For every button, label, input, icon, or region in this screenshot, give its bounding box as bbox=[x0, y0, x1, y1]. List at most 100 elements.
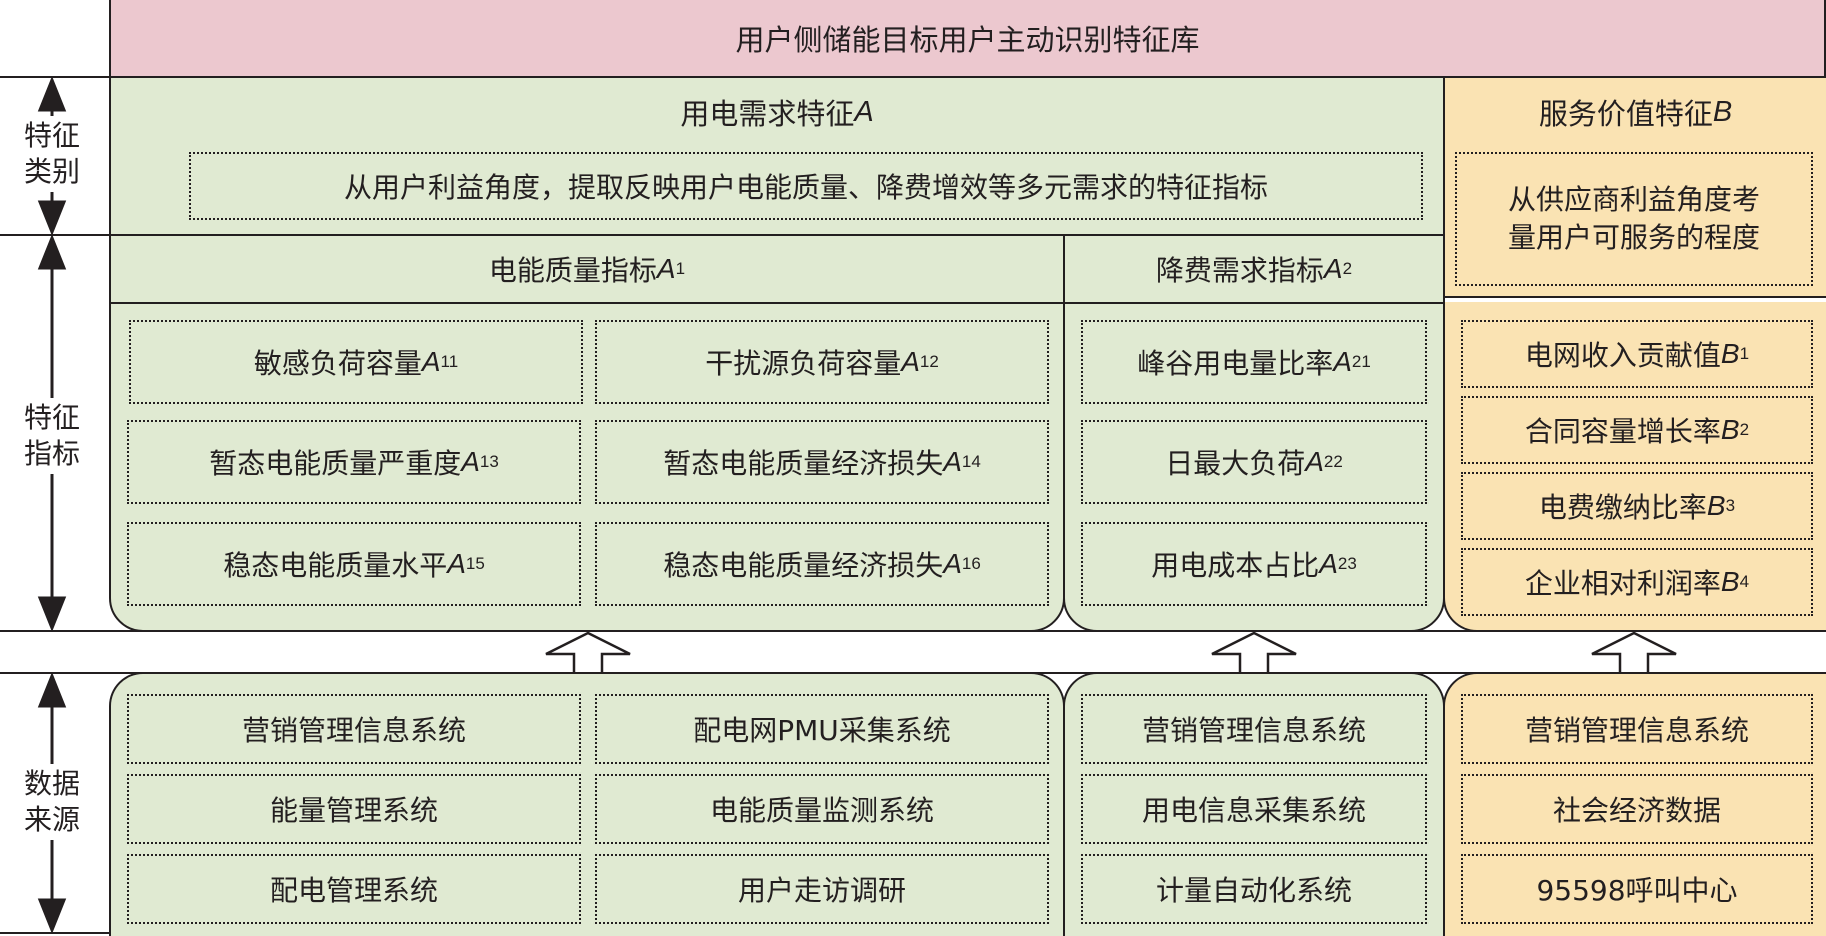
arrow-down-icon bbox=[37, 596, 67, 633]
label-feature-indicator: 特征 指标 bbox=[14, 398, 90, 474]
indicator-symbol: B bbox=[1720, 566, 1740, 597]
indicator-label: 峰谷用电量比率 bbox=[1137, 347, 1334, 380]
label-line: 来源 bbox=[23, 803, 80, 836]
indicator-symbol: A bbox=[1333, 346, 1352, 377]
indicator-subscript: 21 bbox=[1351, 352, 1371, 371]
indicator-subscript: 11 bbox=[440, 352, 459, 371]
source-item: 社会经济数据 bbox=[1461, 774, 1813, 844]
arrow-down-icon bbox=[37, 200, 67, 237]
indicator-subscript: 3 bbox=[1725, 496, 1736, 515]
indicator-subscript: 12 bbox=[919, 352, 939, 371]
label-line: 特征 bbox=[23, 401, 80, 434]
indicator-symbol: A bbox=[1305, 446, 1324, 477]
feature-a-title-text: 用电需求特征 bbox=[680, 97, 855, 131]
arrow-up-hollow-icon bbox=[545, 631, 631, 676]
group-a2-title-text: 降费需求指标 bbox=[1155, 254, 1324, 287]
indicator-symbol: B bbox=[1706, 490, 1726, 521]
divider-line bbox=[0, 76, 110, 78]
source-item: 配电网PMU采集系统 bbox=[595, 694, 1049, 764]
feature-a-symbol: A bbox=[854, 95, 874, 128]
diagram-title: 用户侧储能目标用户主动识别特征库 bbox=[109, 0, 1826, 78]
source-item: 电能质量监测系统 bbox=[595, 774, 1049, 844]
label-line: 类别 bbox=[23, 155, 80, 188]
source-item: 用户走访调研 bbox=[595, 854, 1049, 924]
indicator-symbol: A bbox=[461, 446, 480, 477]
left-arrows bbox=[37, 75, 67, 935]
indicator-symbol: A bbox=[1319, 548, 1338, 579]
source-item: 配电管理系统 bbox=[127, 854, 581, 924]
indicator-subscript: 2 bbox=[1739, 420, 1750, 439]
source-item: 用电信息采集系统 bbox=[1081, 774, 1427, 844]
source-item: 营销管理信息系统 bbox=[127, 694, 581, 764]
divider-line bbox=[0, 234, 110, 236]
indicator-subscript: 4 bbox=[1739, 572, 1750, 591]
arrow-up-icon bbox=[37, 671, 67, 708]
indicator-label: 暂态电能质量严重度 bbox=[209, 447, 462, 480]
indicator-label: 用电成本占比 bbox=[1151, 549, 1320, 582]
indicator-subscript: 16 bbox=[961, 554, 981, 573]
indicator-label: 电费缴纳比率 bbox=[1538, 491, 1707, 524]
arrow-up-icon bbox=[37, 75, 67, 112]
indicator-symbol: A bbox=[943, 548, 962, 579]
sources-b-panel: 营销管理信息系统 社会经济数据 95598呼叫中心 bbox=[1443, 672, 1826, 936]
arrow-down-icon bbox=[37, 898, 67, 935]
indicator-subscript: 13 bbox=[479, 452, 499, 471]
indicator-subscript: 22 bbox=[1323, 452, 1343, 471]
sources-a1-panel: 营销管理信息系统 配电网PMU采集系统 能量管理系统 电能质量监测系统 配电管理… bbox=[109, 672, 1065, 936]
group-a1-title-text: 电能质量指标 bbox=[488, 254, 657, 287]
group-a2-subscript: 2 bbox=[1342, 259, 1353, 278]
indicator-symbol: A bbox=[447, 548, 466, 579]
feature-b-title-text: 服务价值特征 bbox=[1538, 97, 1713, 131]
feature-a-description: 从用户利益角度，提取反映用户电能质量、降费增效等多元需求的特征指标 bbox=[189, 152, 1423, 220]
indicator-label: 稳态电能质量水平 bbox=[223, 549, 448, 582]
label-data-source: 数据 来源 bbox=[14, 764, 90, 840]
description-line: 量用户可服务的程度 bbox=[1507, 221, 1760, 254]
indicator-subscript: 15 bbox=[465, 554, 485, 573]
indicator-label: 干扰源负荷容量 bbox=[705, 347, 902, 380]
group-a2-symbol: A bbox=[1323, 253, 1343, 284]
indicator-label: 企业相对利润率 bbox=[1524, 567, 1721, 600]
indicator-subscript: 1 bbox=[1739, 344, 1750, 363]
source-item: 能量管理系统 bbox=[127, 774, 581, 844]
indicator-symbol: B bbox=[1720, 414, 1740, 445]
indicator-subscript: 14 bbox=[961, 452, 981, 471]
indicator-label: 电网收入贡献值 bbox=[1524, 339, 1721, 372]
feature-b-symbol: B bbox=[1712, 95, 1733, 128]
indicator-symbol: A bbox=[943, 446, 962, 477]
indicator-label: 日最大负荷 bbox=[1165, 447, 1306, 480]
indicator-label: 暂态电能质量经济损失 bbox=[663, 447, 944, 480]
arrow-up-hollow-icon bbox=[1591, 631, 1677, 676]
label-line: 数据 bbox=[23, 767, 80, 800]
source-item: 营销管理信息系统 bbox=[1461, 694, 1813, 764]
label-feature-category: 特征 类别 bbox=[14, 116, 90, 192]
arrow-up-icon bbox=[37, 233, 67, 270]
source-item: 营销管理信息系统 bbox=[1081, 694, 1427, 764]
label-line: 指标 bbox=[23, 437, 80, 470]
feature-b-description: 从供应商利益角度考 量用户可服务的程度 bbox=[1455, 152, 1813, 286]
indicator-symbol: A bbox=[901, 346, 920, 377]
indicator-symbol: B bbox=[1720, 338, 1740, 369]
indicator-label: 敏感负荷容量 bbox=[253, 347, 422, 380]
indicator-symbol: A bbox=[421, 346, 441, 377]
indicator-label: 稳态电能质量经济损失 bbox=[663, 549, 944, 582]
description-line: 从供应商利益角度考 bbox=[1507, 183, 1760, 216]
